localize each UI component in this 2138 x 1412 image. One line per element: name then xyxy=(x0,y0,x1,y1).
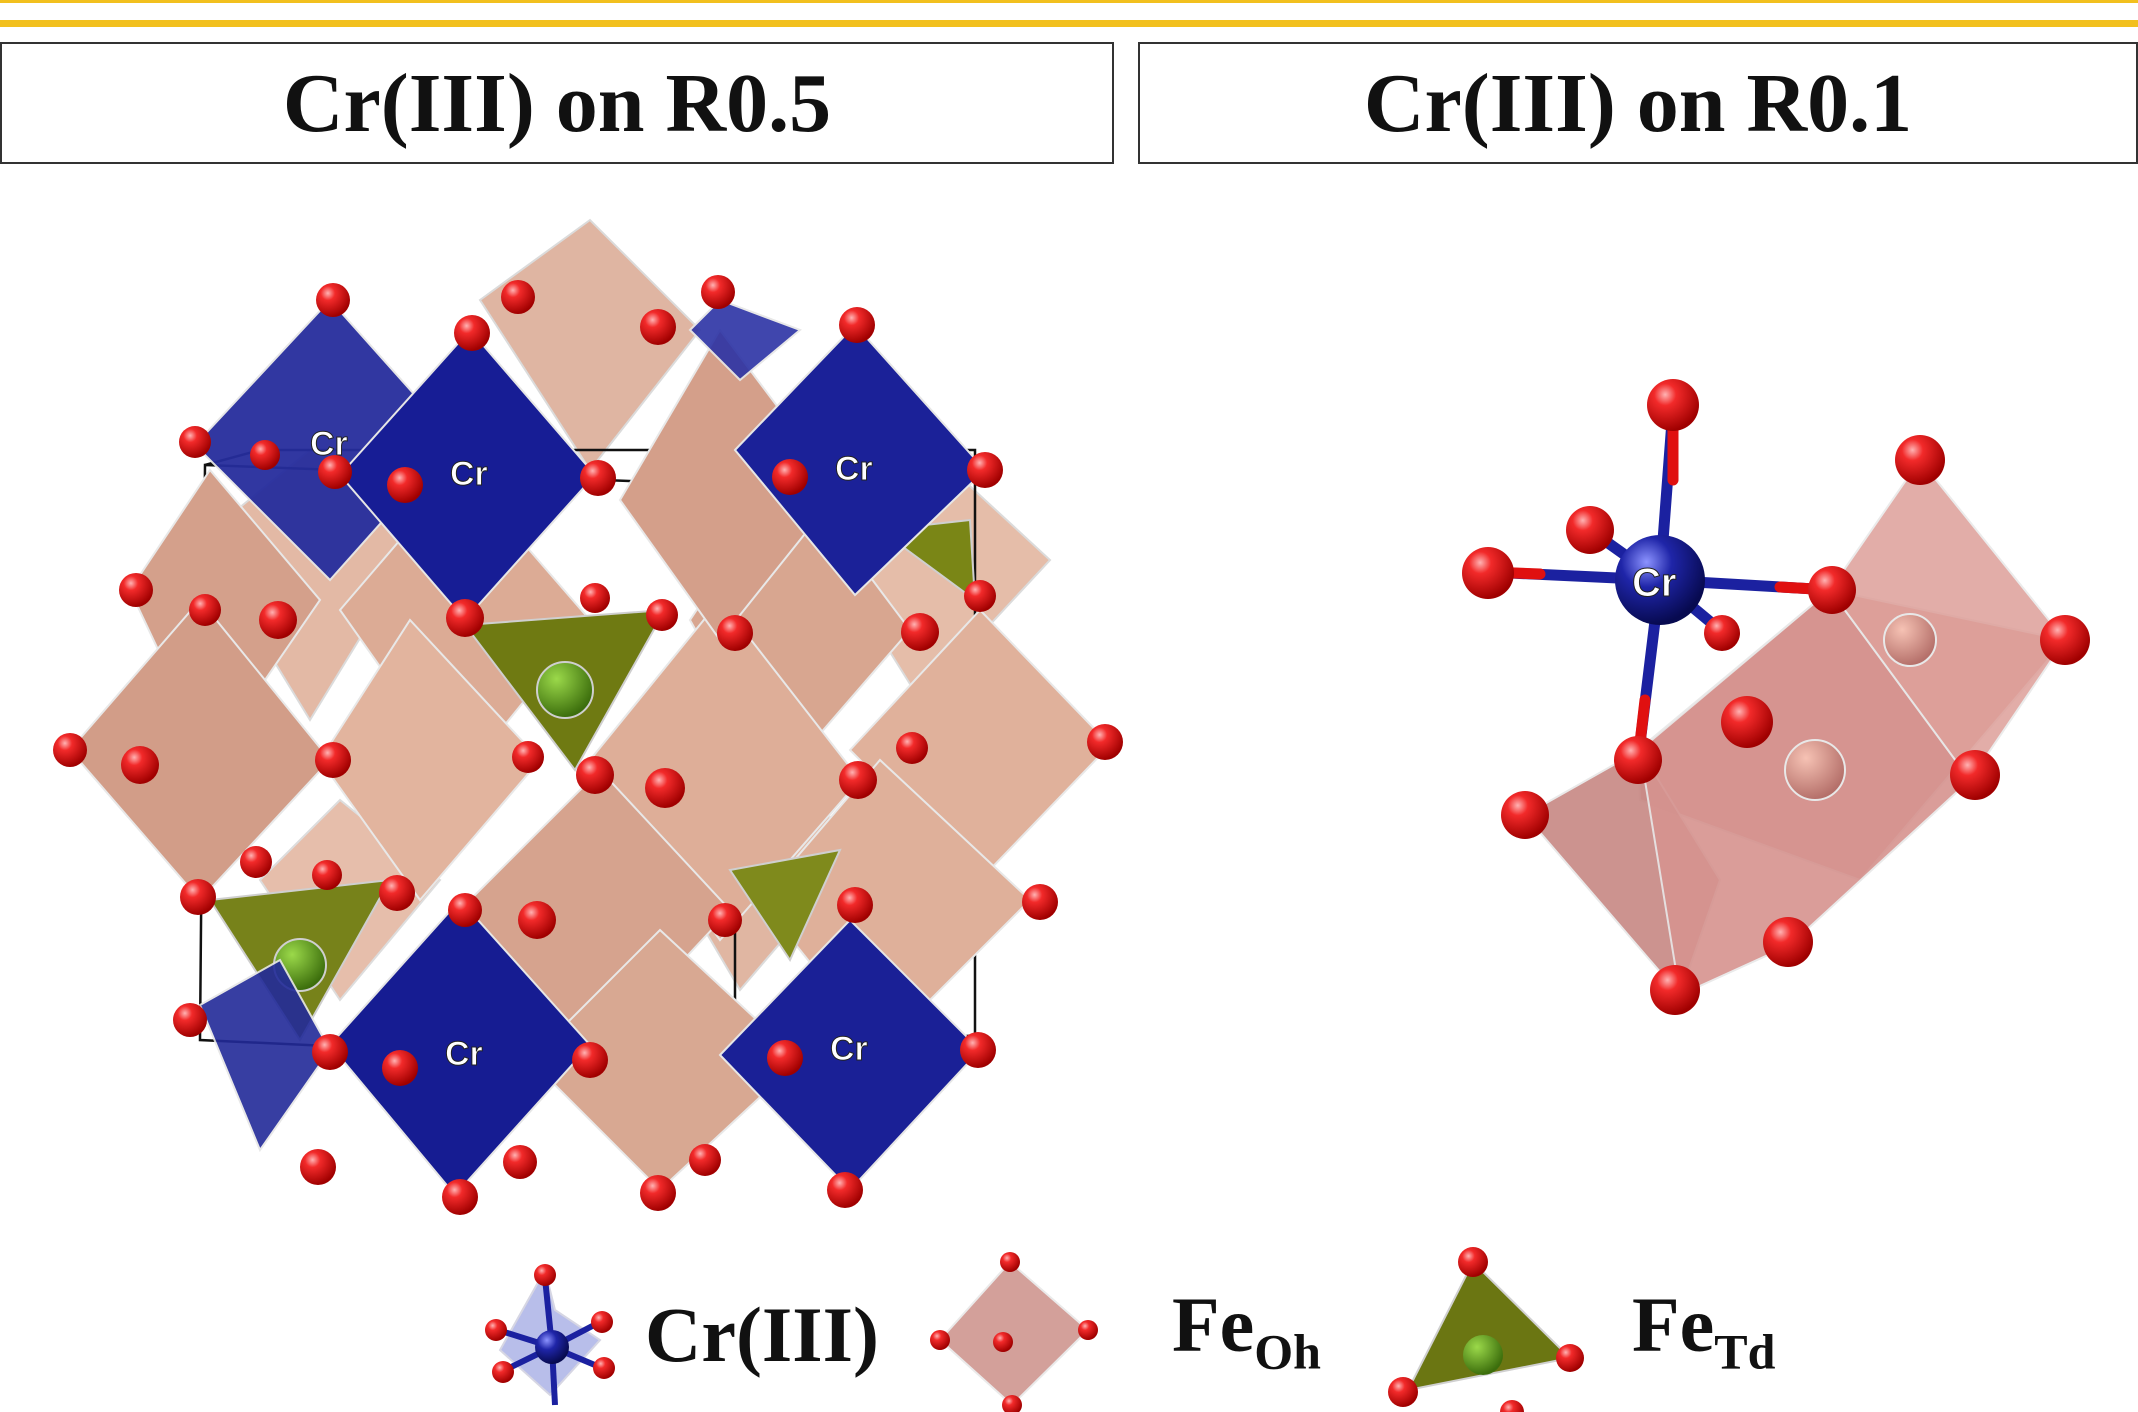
legend-fe-td-subscript: Td xyxy=(1714,1323,1776,1380)
svg-text:Cr: Cr xyxy=(1632,561,1676,605)
top-rule-thin xyxy=(0,0,2138,3)
legend-fe-td-icon xyxy=(1388,1247,1584,1412)
cr-octahedra xyxy=(193,298,987,1197)
legend-fe-td-label: FeTd xyxy=(1632,1281,1776,1380)
svg-text:Cr: Cr xyxy=(830,1030,868,1068)
legend-fe-oh-icon xyxy=(930,1252,1098,1412)
left-panel-title: Cr(III) on R0.5 xyxy=(0,42,1114,164)
cr-atom-labels: Cr Cr Cr Cr Cr xyxy=(310,425,874,1074)
right-panel-title-text: Cr(III) on R0.1 xyxy=(1363,56,1913,150)
svg-text:Cr: Cr xyxy=(445,1035,483,1073)
oxygen-atoms-left xyxy=(53,275,1123,1215)
fe-oh-pair-right xyxy=(1523,458,2067,997)
top-rule-thick xyxy=(0,20,2138,27)
legend-fe-oh-subscript: Oh xyxy=(1254,1323,1321,1380)
svg-text:Cr: Cr xyxy=(450,455,488,493)
legend-fe-oh-label: FeOh xyxy=(1172,1281,1321,1380)
oxygen-atoms-right xyxy=(1462,379,2090,1015)
svg-text:Cr: Cr xyxy=(835,450,873,488)
legend-cr-icon xyxy=(485,1264,615,1406)
right-panel-title: Cr(III) on R0.1 xyxy=(1138,42,2138,164)
left-panel-title-text: Cr(III) on R0.5 xyxy=(282,56,832,150)
legend-cr-label: Cr(III) xyxy=(645,1291,879,1378)
cr-atom-right: Cr xyxy=(1615,535,1705,625)
